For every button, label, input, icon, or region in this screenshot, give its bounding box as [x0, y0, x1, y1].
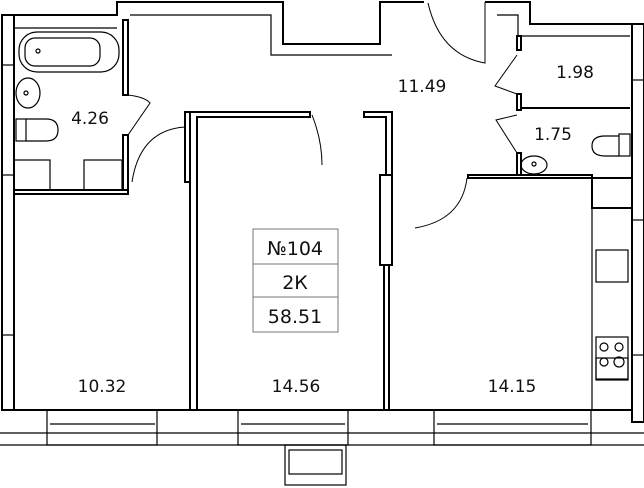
toilet-icon-2 — [618, 133, 631, 157]
room-area-bathroom: 4.26 — [71, 109, 109, 129]
interior-walls — [13, 19, 633, 411]
apartment-type: 2К — [282, 272, 308, 294]
room-area-kitchen-living: 14.15 — [488, 377, 537, 397]
doors — [127, 2, 518, 229]
room-area-bedroom-left: 10.32 — [78, 377, 127, 397]
fixtures — [15, 31, 631, 381]
room-area-hallway: 11.49 — [398, 77, 447, 97]
apartment-badge: №104 2К 58.51 — [252, 228, 339, 333]
room-area-toilet: 1.75 — [534, 125, 572, 145]
sink-icon-2 — [520, 155, 548, 175]
sink-icon — [15, 77, 41, 109]
toilet-icon — [15, 118, 27, 142]
apartment-number: №104 — [267, 238, 323, 260]
exterior-walls — [0, 1, 644, 446]
bathtub-icon — [18, 31, 120, 73]
stove-icon — [595, 357, 629, 381]
room-area-bedroom-middle: 14.56 — [272, 377, 321, 397]
balcony — [284, 444, 347, 486]
windows — [46, 409, 592, 446]
room-area-storage: 1.98 — [556, 63, 594, 83]
apartment-total-area: 58.51 — [268, 306, 322, 328]
kitchen-sink-icon — [595, 249, 629, 283]
